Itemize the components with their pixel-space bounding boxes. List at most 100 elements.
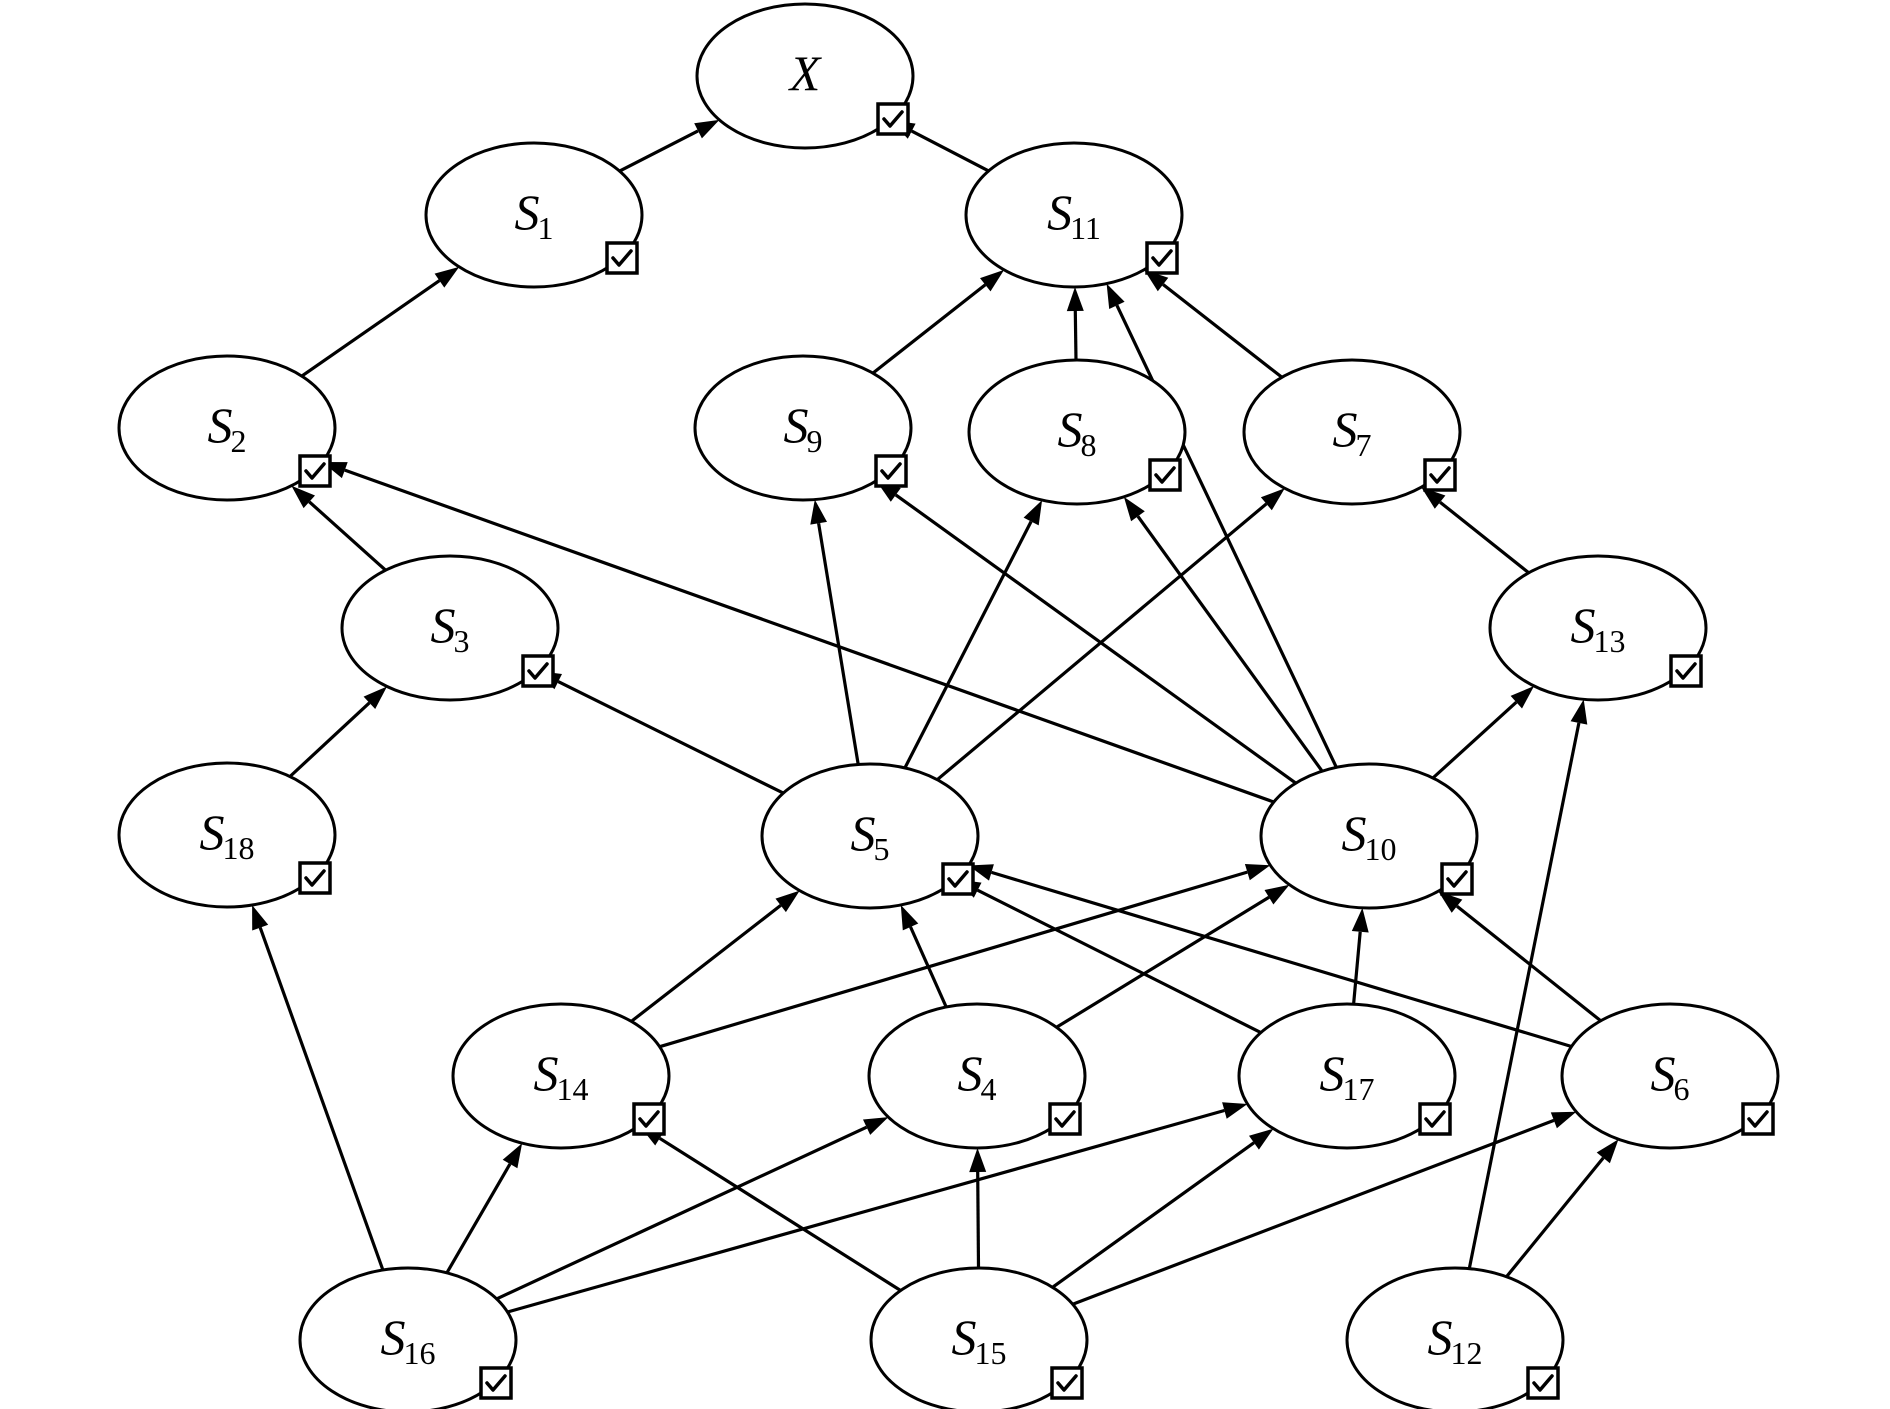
edge-s5-to-s8 <box>903 500 1043 769</box>
node-ellipse <box>1237 1002 1457 1150</box>
node-label-main: S <box>1047 184 1072 240</box>
edge-s16-to-s14 <box>445 1143 523 1274</box>
edge-s7-to-s11 <box>1144 269 1283 379</box>
edge-s9-to-s11 <box>871 269 1005 375</box>
checked-checkbox-icon <box>632 1102 666 1136</box>
arrowhead-icon <box>1066 287 1084 312</box>
edge-line <box>659 870 1248 1049</box>
arrowhead-icon <box>775 890 800 913</box>
node-label-subscript: 3 <box>454 623 470 659</box>
check-mark <box>1446 870 1468 888</box>
node-label-subscript: 2 <box>231 423 247 459</box>
node-label: S10 <box>1342 805 1397 867</box>
arrowhead-icon <box>980 269 1005 292</box>
checked-checkbox-icon <box>479 1366 513 1400</box>
arrowhead-icon <box>900 905 919 931</box>
edge-line <box>495 1125 868 1301</box>
checked-checkbox-icon <box>1050 1366 1084 1400</box>
node-label: S14 <box>534 1045 589 1107</box>
node-s17: S17 <box>1237 1002 1457 1150</box>
arrowhead-icon <box>434 266 460 288</box>
edge-s16-to-s18 <box>252 905 385 1271</box>
node-s4: S4 <box>867 1002 1087 1150</box>
node-label: S11 <box>1047 184 1101 246</box>
check-mark <box>1054 1110 1076 1128</box>
arrowhead-icon <box>1244 864 1271 881</box>
node-label-subscript: 15 <box>975 1335 1007 1371</box>
arrowhead-icon <box>1222 1102 1248 1119</box>
edge-line <box>817 523 860 765</box>
node-label-subscript: 18 <box>223 830 255 866</box>
edge-line <box>1352 931 1362 1005</box>
node-ellipse <box>117 761 337 909</box>
edge-line <box>308 500 387 572</box>
node-label: S2 <box>208 397 247 459</box>
edge-line <box>1073 310 1078 361</box>
arrowhead-icon <box>1510 686 1535 709</box>
node-label-subscript: 14 <box>557 1071 589 1107</box>
node-s12: S12 <box>1345 1266 1565 1409</box>
checked-checkbox-icon <box>1148 458 1182 492</box>
node-ellipse <box>424 141 644 289</box>
arrowhead-icon <box>969 1148 987 1173</box>
arrowhead-icon <box>694 119 720 139</box>
edge-s18-to-s3 <box>288 686 387 778</box>
arrowhead-icon <box>252 905 269 931</box>
arrowhead-icon <box>363 686 387 709</box>
node-label-main: S <box>1333 401 1358 457</box>
check-mark <box>638 1110 660 1128</box>
checked-checkbox-icon <box>941 862 975 896</box>
node-label-subscript: 1 <box>538 210 554 246</box>
node-x: X <box>695 2 915 150</box>
node-ellipse <box>693 354 913 502</box>
check-mark <box>1747 1110 1769 1128</box>
edge-s16-to-s17 <box>507 1102 1248 1314</box>
node-label: S7 <box>1333 401 1372 463</box>
node-s2: S2 <box>117 354 337 502</box>
edge-s15-to-s6 <box>1072 1111 1577 1306</box>
arrowhead-icon <box>1144 269 1169 292</box>
checked-checkbox-icon <box>1418 1102 1452 1136</box>
node-s10: S10 <box>1259 762 1479 910</box>
edge-s6-to-s5 <box>968 864 1572 1049</box>
checked-checkbox-icon <box>1423 458 1457 492</box>
node-s6: S6 <box>1560 1002 1780 1150</box>
node-label: S12 <box>1428 1309 1483 1371</box>
edge-line <box>936 502 1268 781</box>
arrowhead-icon <box>1438 891 1463 913</box>
edge-s8-to-s11 <box>1066 287 1084 361</box>
node-label-main: S <box>1058 401 1083 457</box>
node-label-subscript: 11 <box>1070 210 1101 246</box>
edge-line <box>344 468 1275 804</box>
check-mark <box>880 462 902 480</box>
edge-line <box>1162 283 1283 379</box>
node-label-main: S <box>952 1309 977 1365</box>
edge-line <box>630 904 782 1023</box>
node-ellipse <box>869 1266 1089 1409</box>
arrowhead-icon <box>810 499 827 525</box>
edge-s12-to-s6 <box>1505 1139 1619 1278</box>
arrowhead-icon <box>1260 488 1285 511</box>
edge-line <box>445 1163 512 1274</box>
check-mark <box>1429 466 1451 484</box>
node-ellipse <box>298 1266 518 1409</box>
node-label: S13 <box>1571 597 1626 659</box>
node-label-main: S <box>431 597 456 653</box>
node-label-subscript: 13 <box>1594 623 1626 659</box>
node-label-main: S <box>534 1045 559 1101</box>
check-mark <box>527 662 549 680</box>
node-s7: S7 <box>1242 358 1462 506</box>
node-label-main: S <box>200 804 225 860</box>
node-s13: S13 <box>1488 554 1708 702</box>
edge-line <box>300 279 441 378</box>
node-label-main: X <box>788 45 823 101</box>
node-ellipse <box>1488 554 1708 702</box>
check-mark <box>1675 662 1697 680</box>
node-s3: S3 <box>340 554 560 702</box>
arrowhead-icon <box>1550 1111 1577 1129</box>
node-label-main: S <box>1651 1045 1676 1101</box>
edge-line <box>871 283 987 375</box>
edge-line <box>1505 1156 1605 1278</box>
edge-s15-to-s4 <box>969 1148 987 1269</box>
node-label-main: S <box>1342 805 1367 861</box>
